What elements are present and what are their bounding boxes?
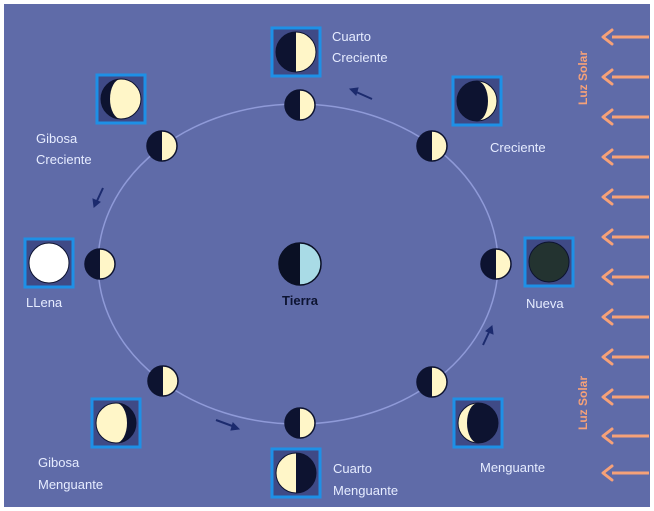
full-moon-icon: [28, 242, 70, 284]
first-quarter-moon-icon: [275, 31, 317, 73]
phase-label-cuarto-creciente: Cuarto Creciente: [332, 29, 388, 65]
phase-label-cuarto-menguante: Cuarto Menguante: [333, 461, 398, 498]
phase-label-nueva: Nueva: [526, 296, 564, 311]
motion-arrow-icon: [92, 187, 104, 208]
motion-arrow-icon: [215, 419, 241, 431]
sunlight-arrow-icon: [601, 268, 649, 286]
orbit-moon-icon: [147, 365, 179, 397]
sunlight-arrow-icon: [601, 28, 649, 46]
phase-label-gibosa-creciente: Gibosa Creciente: [36, 131, 92, 167]
phase-box-nueva: [523, 236, 575, 288]
phase-box-creciente: [451, 75, 503, 127]
waxing-gibbous-moon-icon: [100, 78, 142, 120]
earth-label: Tierra: [282, 293, 319, 308]
sunlight-arrow-icon: [601, 464, 649, 482]
sunlight-arrow-icon: [601, 148, 649, 166]
phase-box-llena: [23, 237, 75, 289]
phase-labels: Cuarto Creciente Creciente Nueva Menguan…: [26, 29, 564, 498]
phase-box-menguante: [452, 397, 504, 449]
orbit-motion-arrows: [92, 87, 494, 431]
phase-label-menguante: Menguante: [480, 460, 545, 475]
orbit-moon-icon: [284, 89, 316, 121]
sunlight-arrow-icon: [601, 348, 649, 366]
orbit-moon-icon: [284, 407, 316, 439]
phase-box-gibosa-menguante: [90, 397, 142, 449]
sunlight-arrow-icon: [601, 308, 649, 326]
phase-label-creciente: Creciente: [490, 140, 546, 155]
sunlight-arrow-icon: [601, 388, 649, 406]
waxing-crescent-moon-icon: [456, 80, 498, 122]
new-moon-icon: [528, 241, 570, 283]
phase-label-llena: LLena: [26, 295, 63, 310]
earth-icon: [278, 242, 322, 286]
orbit-moon-icon: [146, 130, 178, 162]
motion-arrow-icon: [482, 325, 494, 346]
orbit-moon-icon: [416, 366, 448, 398]
phase-box-cuarto-creciente: [270, 26, 322, 78]
orbit-moon-icon: [480, 248, 512, 280]
motion-arrow-icon: [348, 87, 373, 100]
waning-gibbous-moon-icon: [95, 402, 137, 444]
sunlight-arrow-icon: [601, 108, 649, 126]
waning-crescent-moon-icon: [457, 402, 499, 444]
sunlight-arrow-icon: [601, 427, 649, 445]
sunlight-arrow-icon: [601, 188, 649, 206]
sunlight-label-top: Luz Solar: [576, 51, 590, 105]
orbit-moon-icon: [416, 130, 448, 162]
phase-box-cuarto-menguante: [270, 447, 322, 499]
sunlight-arrows: [601, 28, 649, 482]
orbit-moon-icon: [84, 248, 116, 280]
sunlight-label-bottom: Luz Solar: [576, 376, 590, 430]
last-quarter-moon-icon: [275, 452, 317, 494]
phase-box-gibosa-creciente: [95, 73, 147, 125]
sunlight-arrow-icon: [601, 228, 649, 246]
sunlight-arrow-icon: [601, 68, 649, 86]
phase-label-gibosa-menguante: Gibosa Menguante: [38, 455, 103, 492]
